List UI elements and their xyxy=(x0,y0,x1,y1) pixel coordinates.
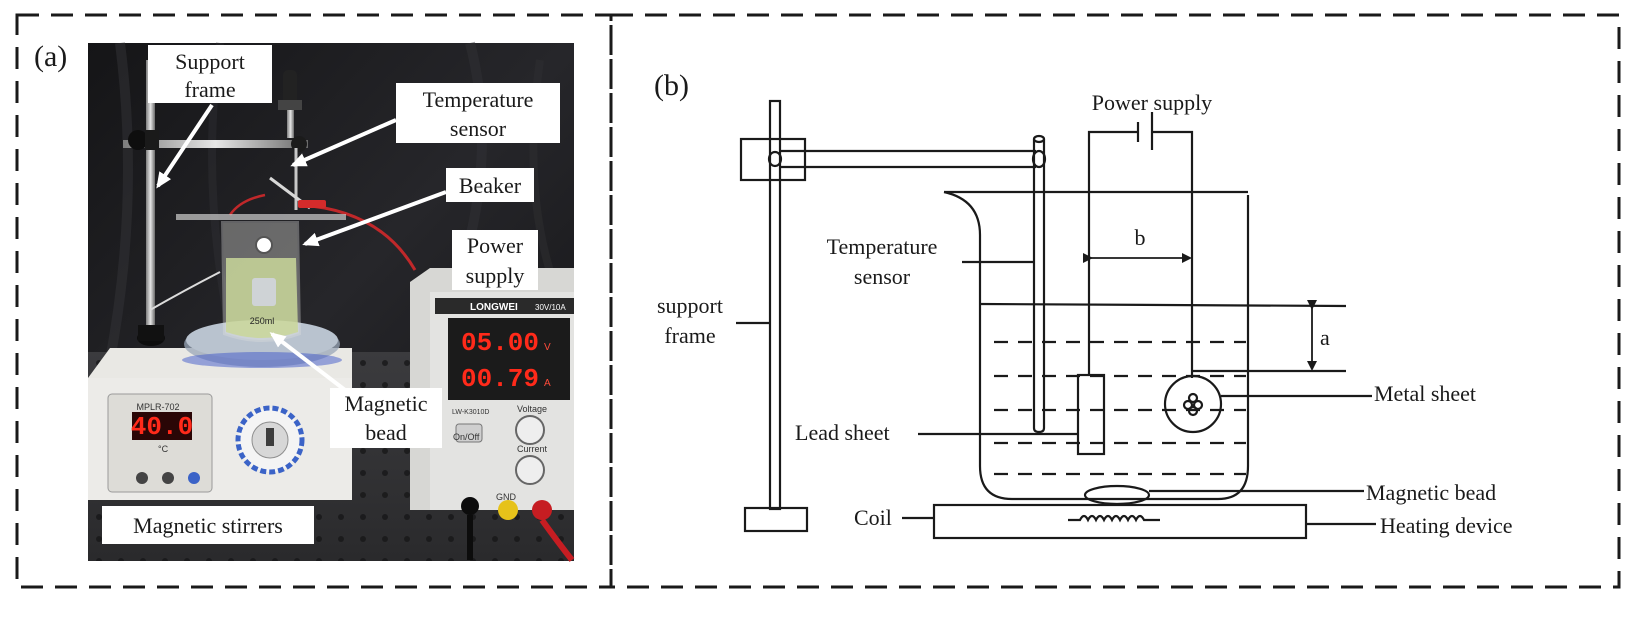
label-temperature-sensor: Temperature sensor xyxy=(827,234,1034,289)
arrow-support-frame xyxy=(156,103,214,189)
svg-text:frame: frame xyxy=(184,77,235,102)
temperature-sensor-probe xyxy=(1031,134,1047,434)
label-coil: Coil xyxy=(854,505,934,530)
callout-beaker: Beaker xyxy=(302,168,534,247)
psu-model: LW-K3010D xyxy=(452,409,489,416)
label-metal-sheet: Metal sheet xyxy=(1221,381,1476,406)
dimension-a: a xyxy=(1307,300,1330,371)
label-power-supply: Power supply xyxy=(1092,90,1212,115)
beaker-volume-text: 250ml xyxy=(250,316,275,326)
svg-text:bead: bead xyxy=(365,420,407,445)
svg-text:supply: supply xyxy=(466,263,525,288)
photo-magnetic-stirrer: MPLR-702 40.0 °C xyxy=(88,320,352,500)
svg-text:Power: Power xyxy=(467,233,524,258)
psu-v-unit: V xyxy=(544,342,551,353)
panel-a: (a) xyxy=(34,40,575,562)
beaker-schematic xyxy=(943,190,1347,501)
svg-text:Lead sheet: Lead sheet xyxy=(795,420,890,445)
callout-magnetic-bead: Magnetic bead xyxy=(269,332,442,448)
label-magnetic-bead: Magnetic bead xyxy=(1149,480,1496,505)
svg-text:Temperature: Temperature xyxy=(423,87,534,112)
svg-text:Beaker: Beaker xyxy=(459,173,522,198)
panel-b-frame xyxy=(609,13,1621,589)
photo-beaker: 250ml xyxy=(176,214,346,342)
svg-text:sensor: sensor xyxy=(854,264,911,289)
dimension-b: b xyxy=(1083,225,1192,263)
psu-voltage-knob-label: Voltage xyxy=(517,404,547,414)
label-lead-sheet: Lead sheet xyxy=(795,420,1078,445)
callout-magnetic-stirrers: Magnetic stirrers xyxy=(102,506,314,544)
svg-text:support: support xyxy=(657,293,723,318)
psu-gnd-label: GND xyxy=(496,492,517,502)
psu-voltage-display: 05.00 xyxy=(461,328,539,358)
svg-text:Magnetic: Magnetic xyxy=(344,391,427,416)
svg-text:sensor: sensor xyxy=(450,116,507,141)
metal-sheet-schematic xyxy=(1163,374,1223,434)
callout-power-supply: Power supply xyxy=(452,230,538,290)
photo-support-frame xyxy=(123,60,308,346)
stirrer-display: 40.0 xyxy=(131,412,193,442)
svg-text:Metal sheet: Metal sheet xyxy=(1374,381,1476,406)
svg-text:Magnetic stirrers: Magnetic stirrers xyxy=(133,513,283,538)
label-support-frame: support frame xyxy=(657,293,770,348)
heating-device-schematic xyxy=(932,484,1308,540)
psu-current-knob-label: Current xyxy=(517,444,548,454)
psu-onoff-label: On/Off xyxy=(453,432,480,442)
lead-sheet-schematic xyxy=(1076,373,1106,456)
label-b: b xyxy=(1135,225,1146,250)
psu-rating: 30V/10A xyxy=(535,303,566,312)
panel-a-tag: (a) xyxy=(34,40,67,73)
panel-a-frame xyxy=(15,13,613,589)
support-frame-schematic xyxy=(739,99,1036,533)
svg-text:Coil: Coil xyxy=(854,505,892,530)
panel-b: (b) xyxy=(654,69,1513,540)
callout-temperature-sensor: Temperature sensor xyxy=(290,83,560,167)
panel-b-tag: (b) xyxy=(654,69,689,102)
psu-current-display: 00.79 xyxy=(461,364,539,394)
label-a: a xyxy=(1320,325,1330,350)
stirrer-unit: °C xyxy=(158,444,169,454)
photo-probe-holder xyxy=(228,70,417,271)
svg-text:Heating device: Heating device xyxy=(1380,513,1513,538)
arrow-beaker xyxy=(302,190,447,247)
svg-text:frame: frame xyxy=(664,323,715,348)
psu-a-unit: A xyxy=(544,378,551,389)
power-supply-circuit xyxy=(1087,112,1194,378)
callout-support-frame: Support frame xyxy=(148,45,272,189)
svg-text:Support: Support xyxy=(175,49,245,74)
label-heating-device: Heating device xyxy=(1306,513,1513,538)
psu-brand: LONGWEI xyxy=(470,302,518,313)
arrow-temperature-sensor xyxy=(290,118,397,167)
arrow-magnetic-bead xyxy=(269,332,347,392)
photo-power-supply: LONGWEI 30V/10A 05.00 V 00.79 A LW-K3010… xyxy=(410,268,575,562)
svg-text:Magnetic bead: Magnetic bead xyxy=(1366,480,1496,505)
svg-text:Temperature: Temperature xyxy=(827,234,938,259)
stirrer-model-text: MPLR-702 xyxy=(136,402,179,412)
